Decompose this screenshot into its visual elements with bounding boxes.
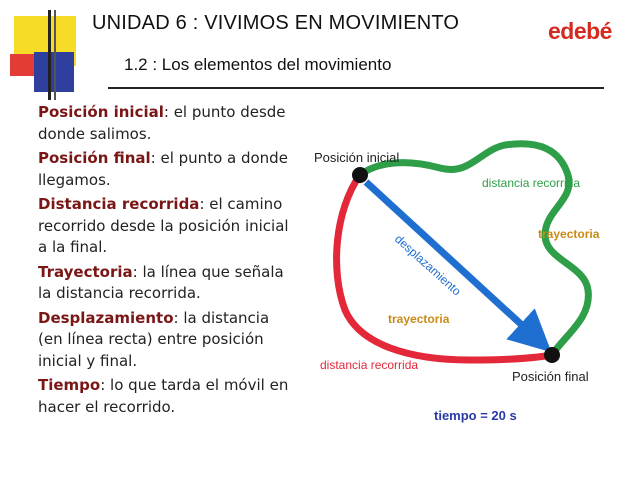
definition-term: Desplazamiento <box>38 308 174 327</box>
displacement-arrow <box>363 179 552 353</box>
title-divider <box>108 87 604 89</box>
decorative-vertical-line-2 <box>54 10 56 100</box>
page-subtitle: 1.2 : Los elementos del movimiento <box>124 55 392 74</box>
definition-term: Posición inicial <box>38 103 164 121</box>
green-distance-label: distancia recorrida <box>482 176 580 190</box>
definition-term: Distancia recorrida <box>38 195 200 213</box>
definition-term: Trayectoria <box>38 262 133 281</box>
red-path <box>333 171 556 364</box>
start-label: Posición inicial <box>314 150 399 165</box>
definition-posicion-inicial: Posición inicial: el punto desde donde s… <box>38 102 298 145</box>
definition-term: Tiempo <box>38 376 101 394</box>
definitions-list: Posición inicial: el punto desde donde s… <box>38 102 298 421</box>
definition-tiempo: Tiempo: lo que tarda el móvil en hacer e… <box>38 375 298 418</box>
time-label: tiempo = 20 s <box>434 408 517 423</box>
definition-trayectoria: Trayectoria: la línea que señala la dist… <box>38 262 298 305</box>
definition-distancia-recorrida: Distancia recorrida: el camino recorrido… <box>38 194 298 259</box>
decorative-vertical-line <box>48 10 51 100</box>
decorative-red-bar <box>10 54 40 76</box>
green-path <box>356 140 592 359</box>
definition-posicion-final: Posición final: el punto a donde llegamo… <box>38 148 298 191</box>
page-title: UNIDAD 6 : VIVIMOS EN MOVIMIENTO <box>92 12 460 34</box>
definition-term: Posición final <box>38 149 151 167</box>
definition-text: : la distancia (en línea recta) entre po… <box>38 308 270 370</box>
definition-text: : lo que tarda el móvil en hacer el reco… <box>38 376 289 416</box>
start-point <box>352 167 368 183</box>
definition-text: : el punto a donde llegamos. <box>38 149 288 189</box>
edebe-logo: edebé <box>548 18 612 44</box>
definition-text: : la línea que señala la distancia recor… <box>38 262 284 303</box>
definition-desplazamiento: Desplazamiento: la distancia (en línea r… <box>38 308 298 373</box>
red-trajectory-label: trayectoria <box>388 312 450 326</box>
definition-text: : el punto desde donde salimos. <box>38 103 286 143</box>
end-label: Posición final <box>512 369 589 384</box>
red-distance-label: distancia recorrida <box>320 358 418 372</box>
end-point <box>544 347 560 363</box>
green-trajectory-label: trayectoria <box>538 227 600 241</box>
definition-text: : el camino recorrido desde la posición … <box>38 195 289 256</box>
